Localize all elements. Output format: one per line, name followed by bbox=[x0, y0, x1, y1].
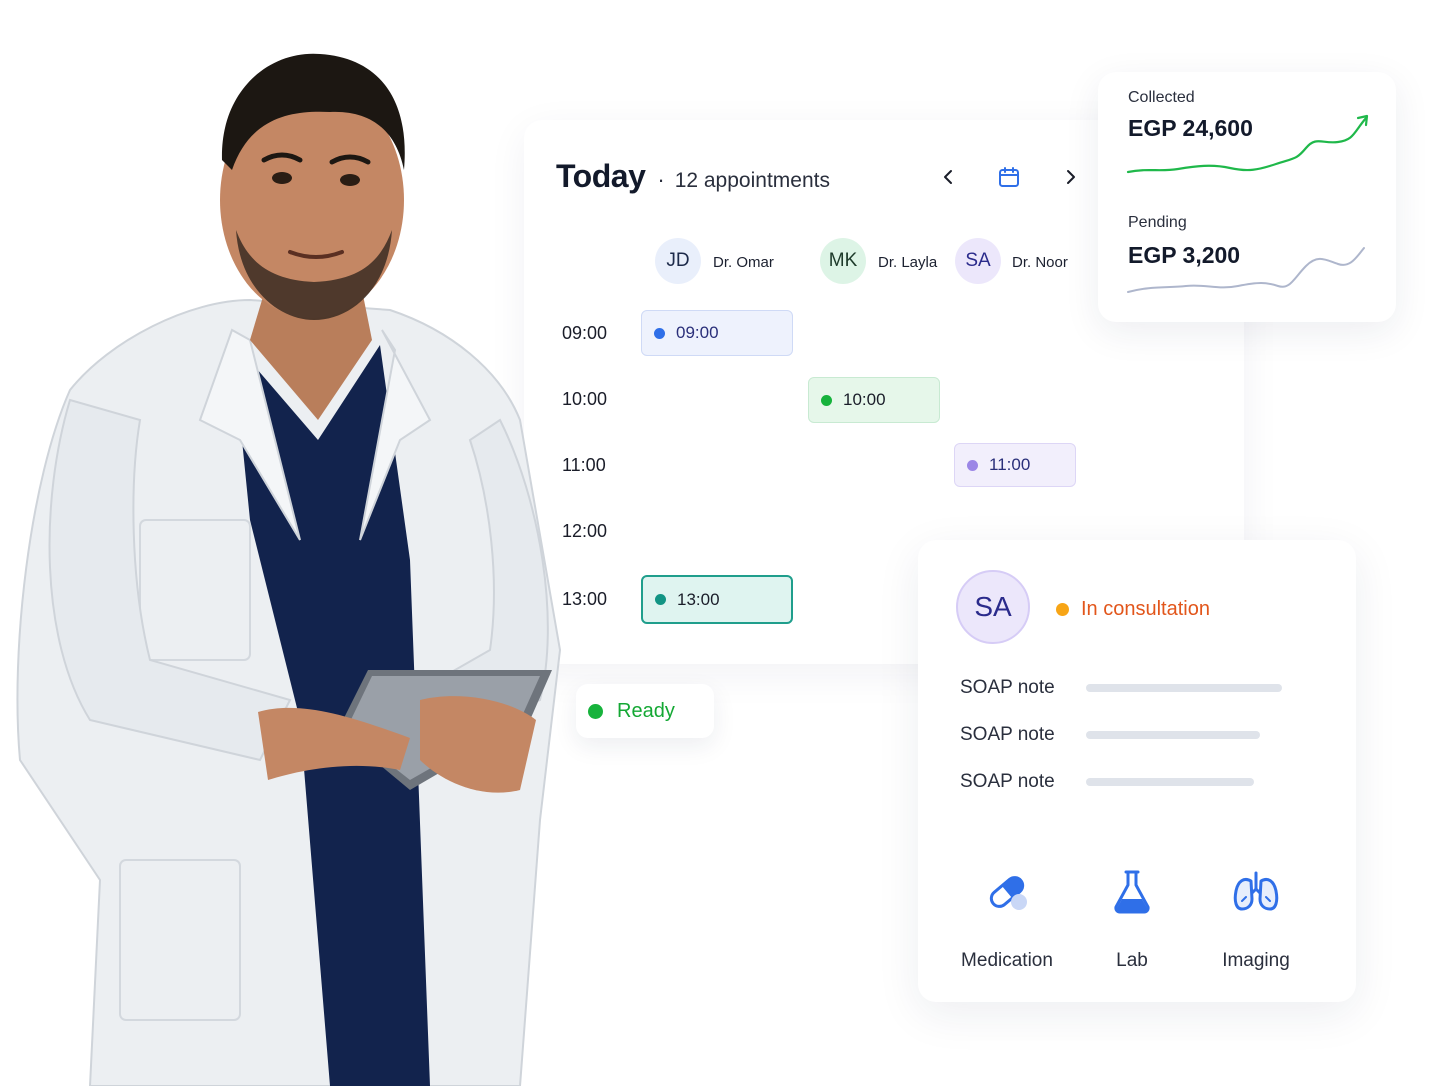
time-slot-label: 09:00 bbox=[562, 323, 608, 343]
pending-trend-sparkline bbox=[1127, 247, 1365, 293]
status-text: In consultation bbox=[1081, 598, 1210, 620]
ready-label: Ready bbox=[617, 699, 675, 722]
schedule-title: Today bbox=[556, 158, 646, 194]
ready-dot bbox=[588, 703, 603, 719]
doctor-name-noor: Dr. Noor bbox=[1012, 254, 1068, 271]
appointment-block[interactable]: 09:00 bbox=[641, 310, 793, 356]
lab-coat bbox=[16, 298, 562, 1086]
time-slot-label: 12:00 bbox=[562, 521, 608, 541]
appointment-dot bbox=[967, 459, 978, 471]
appointment-time: 13:00 bbox=[677, 589, 720, 609]
doctor-photo bbox=[16, 53, 562, 1086]
tool-label: Imaging bbox=[1222, 950, 1290, 971]
doctor-avatar-noor[interactable]: SA bbox=[955, 238, 1001, 284]
appointment-block-selected[interactable]: 13:00 bbox=[641, 575, 793, 624]
lungs-icon bbox=[1233, 871, 1279, 911]
doctor-hair bbox=[221, 53, 405, 170]
tool-label: Medication bbox=[961, 950, 1053, 971]
collected-label: Collected bbox=[1128, 89, 1195, 106]
soap-note-row[interactable]: SOAP note bbox=[960, 771, 1254, 793]
next-day-button[interactable] bbox=[1057, 164, 1083, 190]
appointment-dot bbox=[655, 594, 666, 605]
schedule-header: Today · 12 appointments bbox=[556, 158, 830, 195]
soap-note-row[interactable]: SOAP note bbox=[960, 677, 1282, 699]
ready-status-chip: Ready bbox=[576, 684, 714, 738]
doctor-name-omar: Dr. Omar bbox=[713, 254, 774, 271]
patient-avatar[interactable]: SA bbox=[956, 570, 1030, 644]
appointment-block[interactable]: 11:00 bbox=[954, 443, 1076, 487]
appointment-time: 10:00 bbox=[843, 390, 886, 409]
finance-card: Collected EGP 24,600 Pending EGP 3,200 bbox=[1098, 72, 1396, 322]
doctor-avatar-layla[interactable]: MK bbox=[820, 238, 866, 284]
soap-note-label: SOAP note bbox=[960, 771, 1055, 792]
calendar-icon bbox=[999, 167, 1019, 187]
pending-value: EGP 3,200 bbox=[1128, 242, 1241, 268]
chevron-right-icon bbox=[1067, 170, 1075, 184]
time-slot-label: 10:00 bbox=[562, 389, 608, 409]
doctor-face bbox=[220, 82, 404, 318]
appointment-block[interactable]: 10:00 bbox=[808, 377, 940, 423]
pill-icon bbox=[989, 876, 1027, 910]
appointment-time: 11:00 bbox=[989, 455, 1031, 474]
title-separator: · bbox=[657, 167, 665, 192]
doctor-avatar-omar[interactable]: JD bbox=[655, 238, 701, 284]
appointment-dot bbox=[821, 394, 832, 406]
soap-note-label: SOAP note bbox=[960, 677, 1055, 698]
soap-note-label: SOAP note bbox=[960, 724, 1055, 745]
collected-value: EGP 24,600 bbox=[1128, 115, 1253, 141]
time-slot-label: 13:00 bbox=[562, 589, 608, 609]
soap-note-placeholder-bar bbox=[1086, 778, 1254, 786]
lab-button[interactable]: Lab bbox=[1067, 862, 1197, 972]
flask-icon bbox=[1114, 870, 1150, 914]
appointment-time: 09:00 bbox=[676, 323, 719, 342]
imaging-button[interactable]: Imaging bbox=[1191, 862, 1321, 972]
scrubs bbox=[232, 340, 430, 1086]
time-slot-label: 11:00 bbox=[562, 455, 606, 475]
soap-note-placeholder-bar bbox=[1086, 684, 1282, 692]
prev-day-button[interactable] bbox=[936, 164, 962, 190]
chevron-left-icon bbox=[944, 170, 952, 184]
soap-note-row[interactable]: SOAP note bbox=[960, 724, 1260, 746]
patient-card: SA In consultation SOAP note SOAP note S… bbox=[918, 540, 1356, 1002]
appointment-count: 12 appointments bbox=[674, 169, 830, 192]
collected-trend-sparkline bbox=[1126, 114, 1369, 174]
doctor-name-layla: Dr. Layla bbox=[878, 254, 938, 271]
pending-label: Pending bbox=[1128, 214, 1187, 231]
tool-label: Lab bbox=[1116, 950, 1148, 971]
calendar-button[interactable] bbox=[996, 164, 1022, 190]
appointment-dot bbox=[654, 327, 665, 339]
soap-note-placeholder-bar bbox=[1086, 731, 1260, 739]
consultation-status: In consultation bbox=[1056, 598, 1210, 621]
status-dot bbox=[1056, 603, 1069, 616]
medication-button[interactable]: Medication bbox=[942, 862, 1072, 972]
